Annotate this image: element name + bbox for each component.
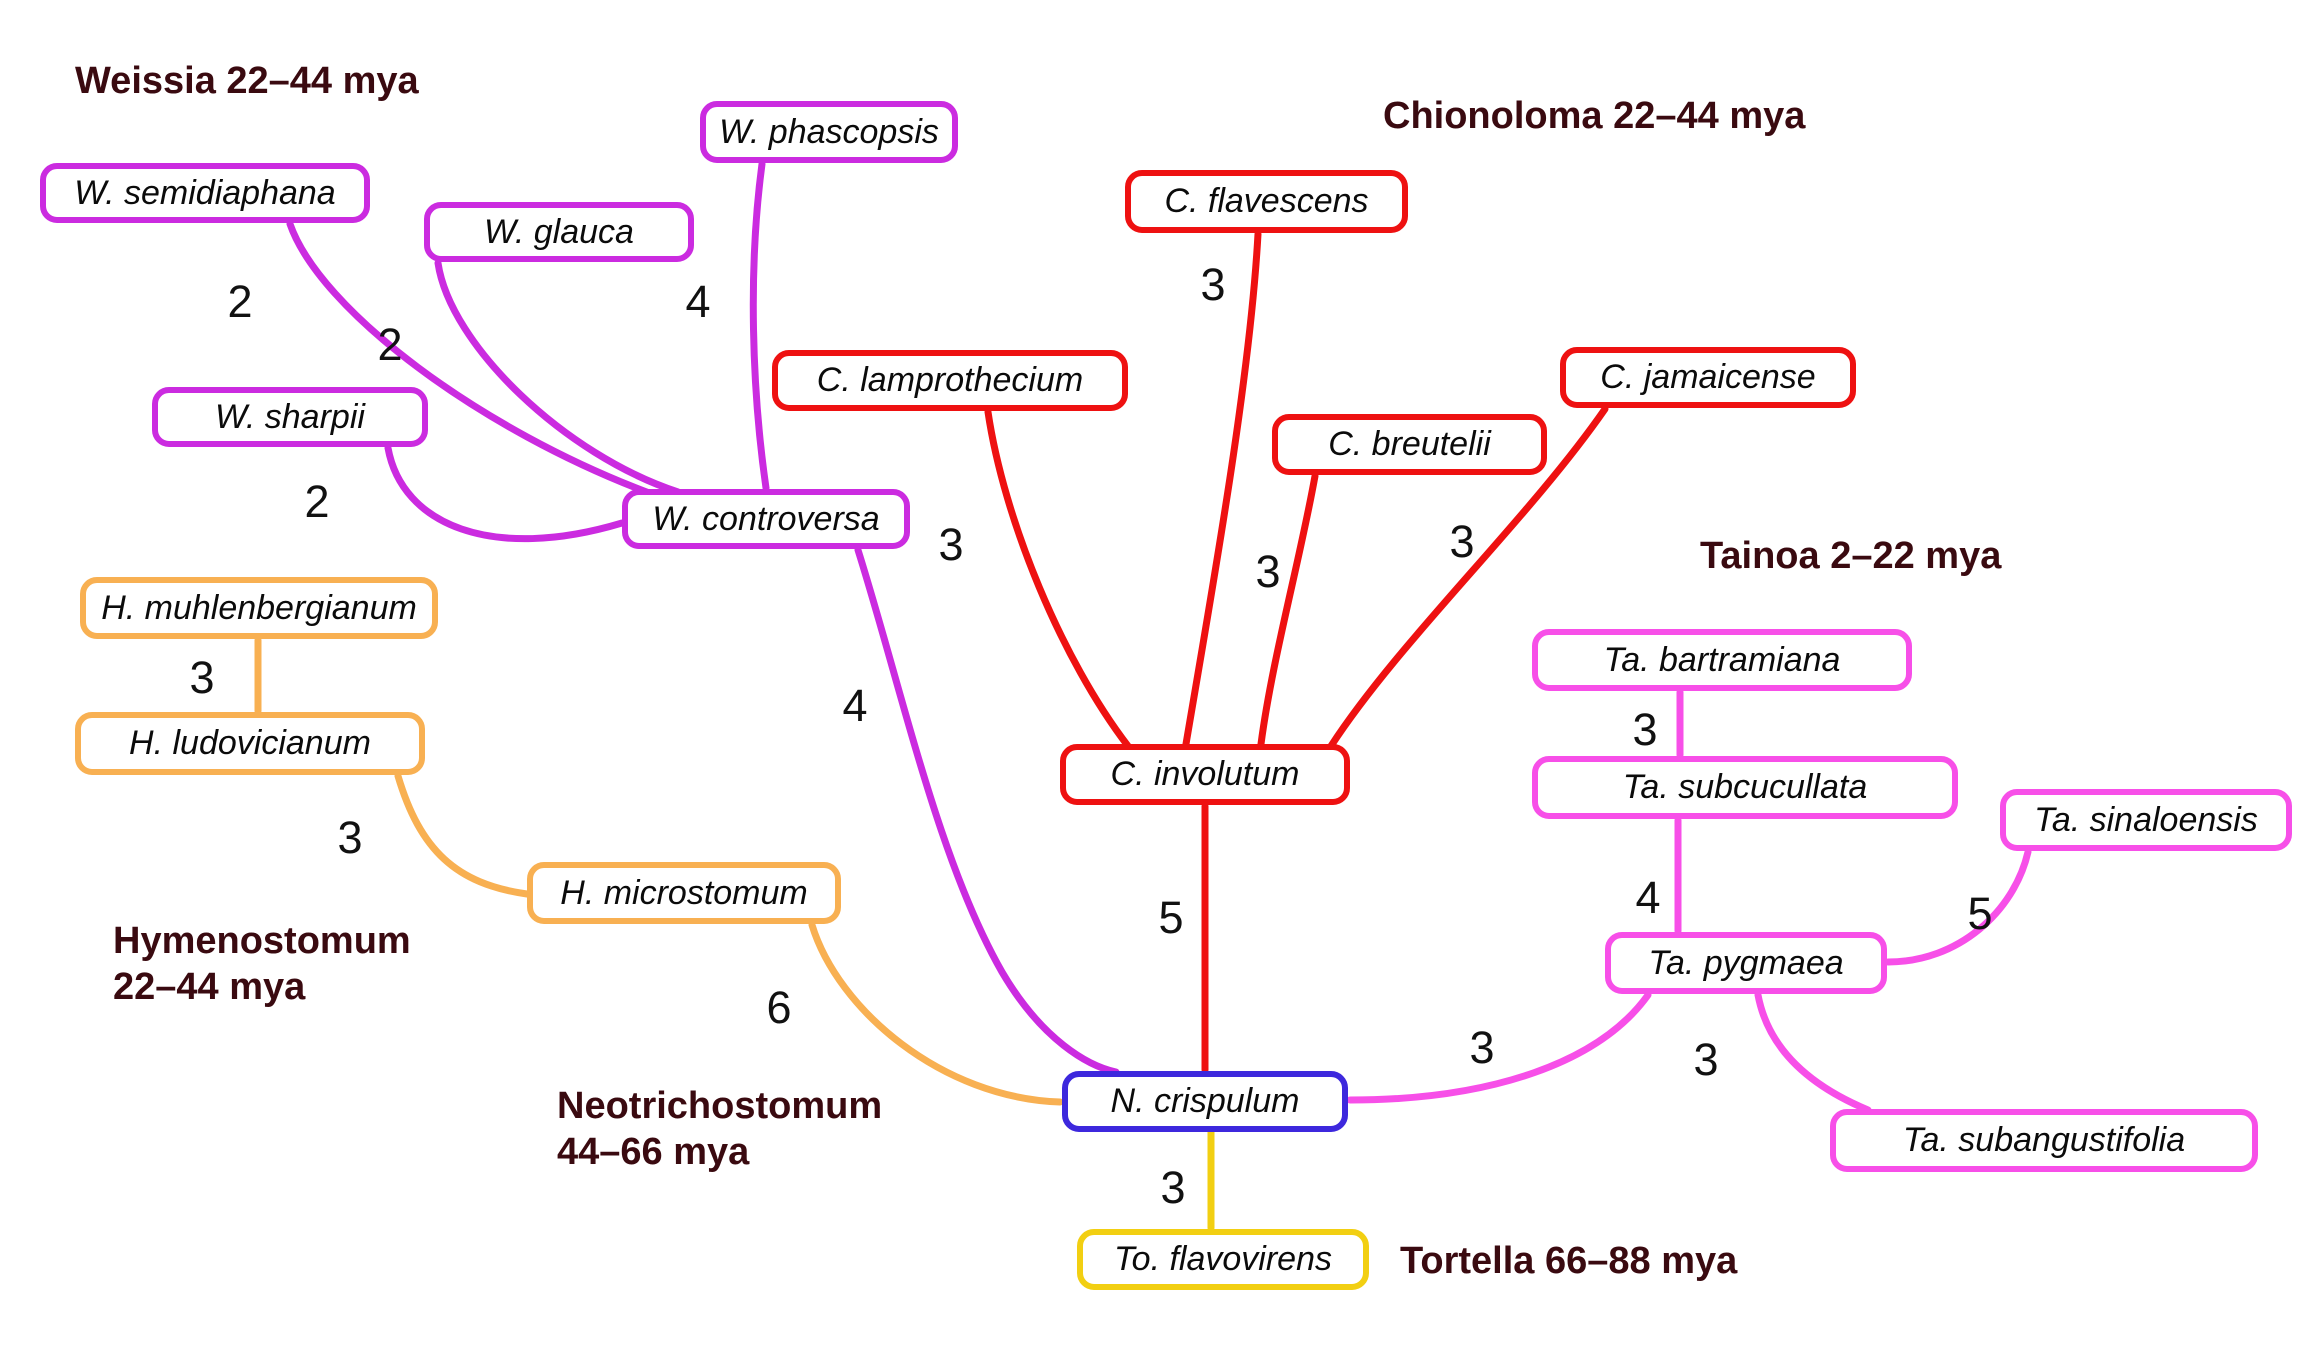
branch-w-glauca-to-w-controversa	[434, 259, 682, 496]
taxon-box-n-crispulum: N. crispulum	[1062, 1071, 1348, 1132]
taxon-box-h-muhlenbergianum: H. muhlenbergianum	[80, 577, 438, 639]
support-label-w-sharpii-to-w-controversa: 2	[304, 476, 330, 527]
branch-w-phascopsis-to-w-controversa	[749, 160, 770, 492]
clade-title-weissia: Weissia 22–44 mya	[75, 60, 419, 102]
branch-ta-sinaloensis-to-ta-pygmaea	[1884, 848, 2032, 966]
taxon-label: H. muhlenbergianum	[101, 588, 417, 627]
taxon-label: W. sharpii	[215, 397, 365, 436]
taxon-box-c-involutum: C. involutum	[1060, 744, 1350, 805]
taxon-box-ta-subangustifolia: Ta. subangustifolia	[1830, 1109, 2258, 1172]
support-label-c-jamaicense-to-c-involutum: 3	[1449, 516, 1475, 567]
clade-title-hymenostomum: Hymenostomum 22–44 mya	[113, 920, 411, 1009]
support-label-ta-sinaloensis-to-ta-pygmaea: 5	[1967, 888, 1993, 939]
taxon-label: Ta. subcucullata	[1622, 768, 1868, 806]
taxon-label: C. flavescens	[1164, 182, 1369, 220]
taxon-box-w-semidiaphana: W. semidiaphana	[40, 163, 370, 223]
support-label-c-lamprothecium-to-c-involutum: 3	[938, 519, 964, 570]
taxon-box-c-jamaicense: C. jamaicense	[1560, 347, 1856, 408]
taxon-label: N. crispulum	[1110, 1082, 1300, 1120]
branch-c-jamaicense-to-c-involutum	[1327, 405, 1609, 750]
taxon-label: Ta. bartramiana	[1603, 640, 1841, 679]
taxon-box-ta-subcucullata: Ta. subcucullata	[1532, 756, 1958, 819]
branch-w-sharpii-to-w-controversa	[384, 444, 626, 543]
taxon-box-ta-bartramiana: Ta. bartramiana	[1532, 629, 1912, 691]
clade-title-tainoa: Tainoa 2–22 mya	[1700, 535, 2002, 577]
taxon-box-c-flavescens: C. flavescens	[1125, 170, 1408, 233]
support-label-w-glauca-to-w-controversa: 2	[377, 319, 403, 370]
taxon-box-c-lamprothecium: C. lamprothecium	[772, 350, 1128, 411]
support-label-c-breutelii-to-c-involutum: 3	[1255, 546, 1281, 597]
support-label-c-flavescens-to-c-involutum: 3	[1200, 259, 1226, 310]
branch-ta-pygmaea-to-n-crispulum	[1346, 991, 1652, 1104]
branch-c-breutelii-to-c-involutum	[1257, 472, 1319, 748]
taxon-box-h-ludovicianum: H. ludovicianum	[75, 712, 425, 775]
taxon-label: To. flavovirens	[1114, 1240, 1332, 1278]
branch-ta-pygmaea-to-ta-subangustifolia	[1754, 991, 1872, 1114]
taxon-box-ta-sinaloensis: Ta. sinaloensis	[2000, 789, 2292, 851]
support-label-ta-pygmaea-to-n-crispulum: 3	[1469, 1022, 1495, 1073]
taxon-label: W. phascopsis	[719, 112, 939, 151]
clade-title-tortella: Tortella 66–88 mya	[1400, 1240, 1738, 1282]
branch-w-semidiaphana-to-w-controversa	[286, 220, 656, 498]
taxon-label: W. glauca	[484, 212, 634, 251]
taxon-box-c-breutelii: C. breutelii	[1272, 414, 1547, 475]
support-label-h-ludovicianum-to-h-microstomum: 3	[337, 812, 363, 863]
taxon-label: W. semidiaphana	[74, 173, 336, 212]
support-label-ta-subcucullata-to-ta-pygmaea: 4	[1635, 872, 1661, 923]
support-label-c-involutum-to-n-crispulum: 5	[1158, 892, 1184, 943]
branch-h-microstomum-to-n-crispulum	[808, 921, 1064, 1106]
support-label-h-muhlenbergianum-to-h-ludovicianum: 3	[189, 652, 215, 703]
taxon-label: Ta. sinaloensis	[2034, 800, 2258, 839]
taxon-label: C. involutum	[1110, 755, 1300, 793]
branch-c-flavescens-to-c-involutum	[1182, 230, 1262, 748]
support-label-w-semidiaphana-to-w-controversa: 2	[227, 276, 253, 327]
taxon-label: C. lamprothecium	[816, 361, 1084, 399]
taxon-label: C. breutelii	[1328, 425, 1491, 463]
support-label-ta-bartramiana-to-ta-subcucullata: 3	[1632, 704, 1658, 755]
taxon-box-w-controversa: W. controversa	[622, 489, 910, 549]
taxon-box-w-glauca: W. glauca	[424, 202, 694, 262]
branch-h-ludovicianum-to-h-microstomum	[394, 772, 531, 898]
support-label-w-phascopsis-to-w-controversa: 4	[685, 276, 711, 327]
support-label-h-microstomum-to-n-crispulum: 6	[766, 982, 792, 1033]
taxon-label: C. jamaicense	[1600, 358, 1816, 396]
clade-title-chionoloma: Chionoloma 22–44 mya	[1383, 95, 1806, 137]
taxon-box-ta-pygmaea: Ta. pygmaea	[1605, 932, 1887, 994]
branch-c-lamprothecium-to-c-involutum	[984, 408, 1132, 750]
taxon-label: H. microstomum	[560, 873, 808, 912]
taxon-box-w-sharpii: W. sharpii	[152, 387, 428, 447]
taxon-box-h-microstomum: H. microstomum	[527, 862, 841, 924]
support-label-w-controversa-to-n-crispulum: 4	[842, 680, 868, 731]
branch-w-controversa-to-n-crispulum	[854, 546, 1120, 1076]
clade-title-neotrichostomum: Neotrichostomum 44–66 mya	[557, 1085, 883, 1174]
support-label-n-crispulum-to-to-flavovirens: 3	[1160, 1162, 1186, 1213]
taxon-label: Ta. subangustifolia	[1902, 1121, 2186, 1159]
taxon-label: Ta. pygmaea	[1648, 943, 1844, 982]
taxon-label: H. ludovicianum	[129, 724, 371, 762]
taxon-box-w-phascopsis: W. phascopsis	[700, 101, 958, 163]
taxon-box-to-flavovirens: To. flavovirens	[1077, 1229, 1369, 1290]
taxon-label: W. controversa	[652, 499, 880, 538]
support-label-ta-pygmaea-to-ta-subangustifolia: 3	[1693, 1034, 1719, 1085]
